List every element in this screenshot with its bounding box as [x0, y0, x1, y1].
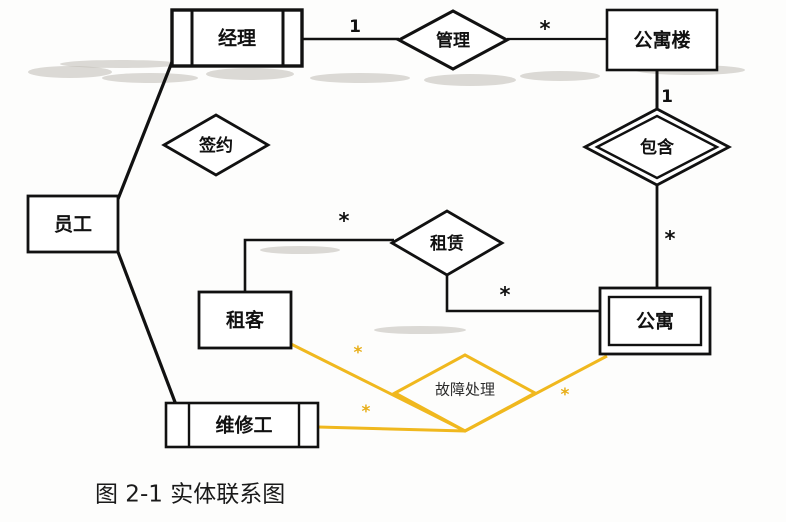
relationship-sign-contract-label: 签约 — [198, 135, 233, 156]
connection-lines — [116, 37, 659, 411]
cardinality-building-contains: 1 — [661, 87, 673, 107]
connection-employee-repairman — [116, 251, 180, 411]
entity-repairman-label: 维修工 — [215, 414, 272, 437]
relationship-sign-contract[interactable]: 签约 — [161, 113, 271, 177]
figure-caption: 图 2-1 实体联系图 — [95, 482, 285, 508]
cardinality-manager-manage: 1 — [349, 17, 361, 37]
entity-apartment-building-label: 公寓楼 — [633, 29, 690, 52]
relationship-contains[interactable]: 包含 — [582, 107, 732, 187]
relationship-fault-handling[interactable]: 故障处理 — [391, 353, 539, 433]
connection-repairman-fault-handling — [317, 425, 466, 433]
cardinality-contains-apartment: * — [665, 227, 676, 251]
entity-repairman[interactable]: 维修工 — [164, 401, 320, 449]
relationship-sign-contract-diamond — [161, 113, 271, 177]
entity-apartment-label: 公寓 — [636, 310, 674, 333]
entity-employee-box — [26, 194, 120, 254]
entity-manager[interactable]: 经理 — [170, 8, 304, 68]
cardinality-tenant-lease: * — [339, 209, 350, 233]
connection-lease-apartment — [445, 275, 600, 313]
relationship-contains-label: 包含 — [640, 137, 675, 158]
cardinality-manage-building: * — [540, 17, 551, 41]
relationship-lease-diamond — [389, 209, 505, 277]
relationship-manage-label: 管理 — [436, 30, 470, 51]
cardinality-lease-apartment: * — [500, 283, 511, 307]
connection-employee-manager — [116, 61, 174, 200]
entity-apartment-building[interactable]: 公寓楼 — [605, 8, 719, 72]
entity-manager-label: 经理 — [218, 27, 256, 50]
entity-tenant[interactable]: 租客 — [197, 290, 293, 350]
entity-employee-label: 员工 — [54, 214, 92, 236]
entity-employee[interactable]: 员工 — [26, 194, 120, 254]
entity-apartment-building-box — [605, 8, 719, 72]
relationship-contains-inner — [594, 114, 720, 180]
entity-apartment-inner — [607, 295, 703, 347]
relationship-lease-label: 租赁 — [430, 233, 464, 254]
relationship-fault-handling-diamond — [391, 353, 539, 433]
relationship-manage-diamond — [395, 9, 511, 71]
entity-repairman-outer — [164, 401, 320, 449]
entity-tenant-box — [197, 290, 293, 350]
cardinality-tenant-fault: * — [354, 343, 363, 363]
relationship-fault-handling-label: 故障处理 — [435, 381, 495, 399]
relationship-manage[interactable]: 管理 — [395, 9, 511, 71]
cardinality-repairman-fault: * — [362, 402, 371, 422]
cardinality-labels: 1 * 1 * * * * * * — [339, 17, 676, 422]
cardinality-fault-apartment: * — [561, 385, 570, 405]
entity-manager-outer — [170, 8, 304, 68]
entity-tenant-label: 租客 — [226, 309, 265, 332]
connection-tenant-lease — [243, 238, 394, 292]
relationship-lease[interactable]: 租赁 — [389, 209, 505, 277]
entity-apartment[interactable]: 公寓 — [598, 286, 712, 356]
